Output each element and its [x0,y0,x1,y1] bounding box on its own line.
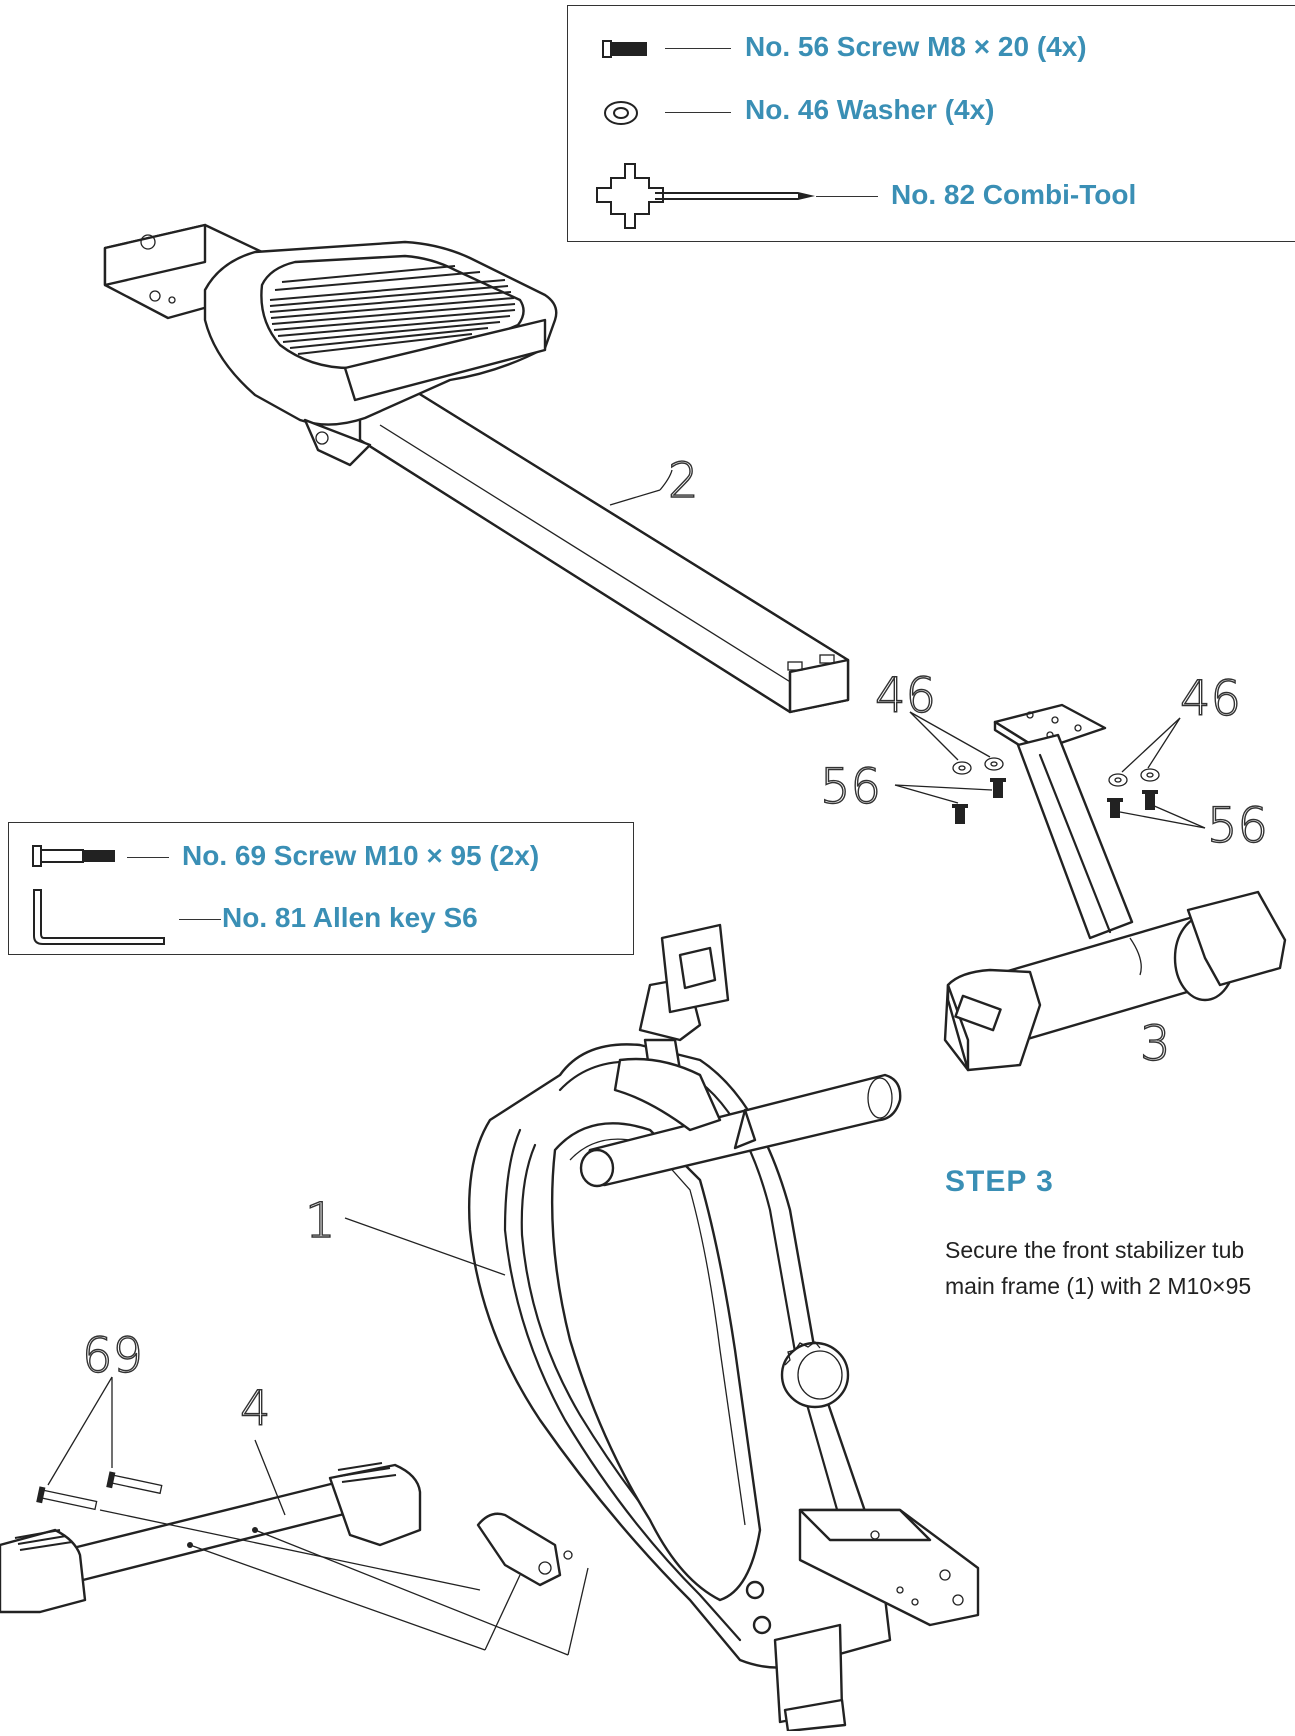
legend-line [665,112,731,113]
screw-icon [602,40,647,58]
callout-screw-left: 56 [820,759,881,815]
callout-screw-right: 56 [1207,798,1268,854]
legend-line [127,857,169,858]
washer-icon [604,101,638,125]
step-description: Secure the front stabilizer tub main fra… [945,1232,1251,1304]
long-screw-icon [32,845,115,867]
legend-item-combi-tool-82: No. 82 Combi-Tool [891,179,1137,210]
callout-screw-69: 69 [82,1328,143,1384]
stabilizer-part-3 [943,703,1287,1072]
allen-key-icon [33,889,165,945]
legend-line [179,919,221,920]
legend-item-washer-46: No. 46 Washer (4x) [745,94,995,125]
combi-tool-icon [596,163,815,229]
screws-69 [36,1376,163,1511]
legend-item-screw-69: No. 69 Screw M10 × 95 (2x) [182,840,540,871]
legend-line [665,48,731,49]
washers-46 [909,711,1181,787]
callout-part-2: 2 [668,453,699,509]
step-description-line-1: Secure the front stabilizer tub [945,1237,1245,1263]
rail-part-2 [103,223,850,714]
rear-stabilizer-part-4 [0,1376,589,1656]
screws-56 [894,778,1206,829]
hardware-legend-left: No. 69 Screw M10 × 95 (2x) No. 81 Allen … [8,822,634,955]
step-title: STEP 3 [945,1165,1054,1198]
callout-part-1: 1 [305,1193,336,1249]
legend-item-allen-key-81: No. 81 Allen key S6 [222,902,478,933]
callout-washer-left: 46 [875,668,936,724]
main-frame-part-1 [344,923,980,1733]
callout-part-3: 3 [1140,1016,1171,1072]
step-description-line-2: main frame (1) with 2 M10×95 [945,1273,1252,1299]
legend-line [816,196,878,197]
callout-numbers: 2 3 1 4 46 46 56 56 69 [81,452,1268,1437]
callout-washer-right: 46 [1180,671,1241,727]
hardware-legend-top: No. 56 Screw M8 × 20 (4x) No. 46 Washer … [567,5,1295,242]
callout-part-4: 4 [240,1381,271,1437]
legend-item-screw-56: No. 56 Screw M8 × 20 (4x) [745,31,1087,62]
